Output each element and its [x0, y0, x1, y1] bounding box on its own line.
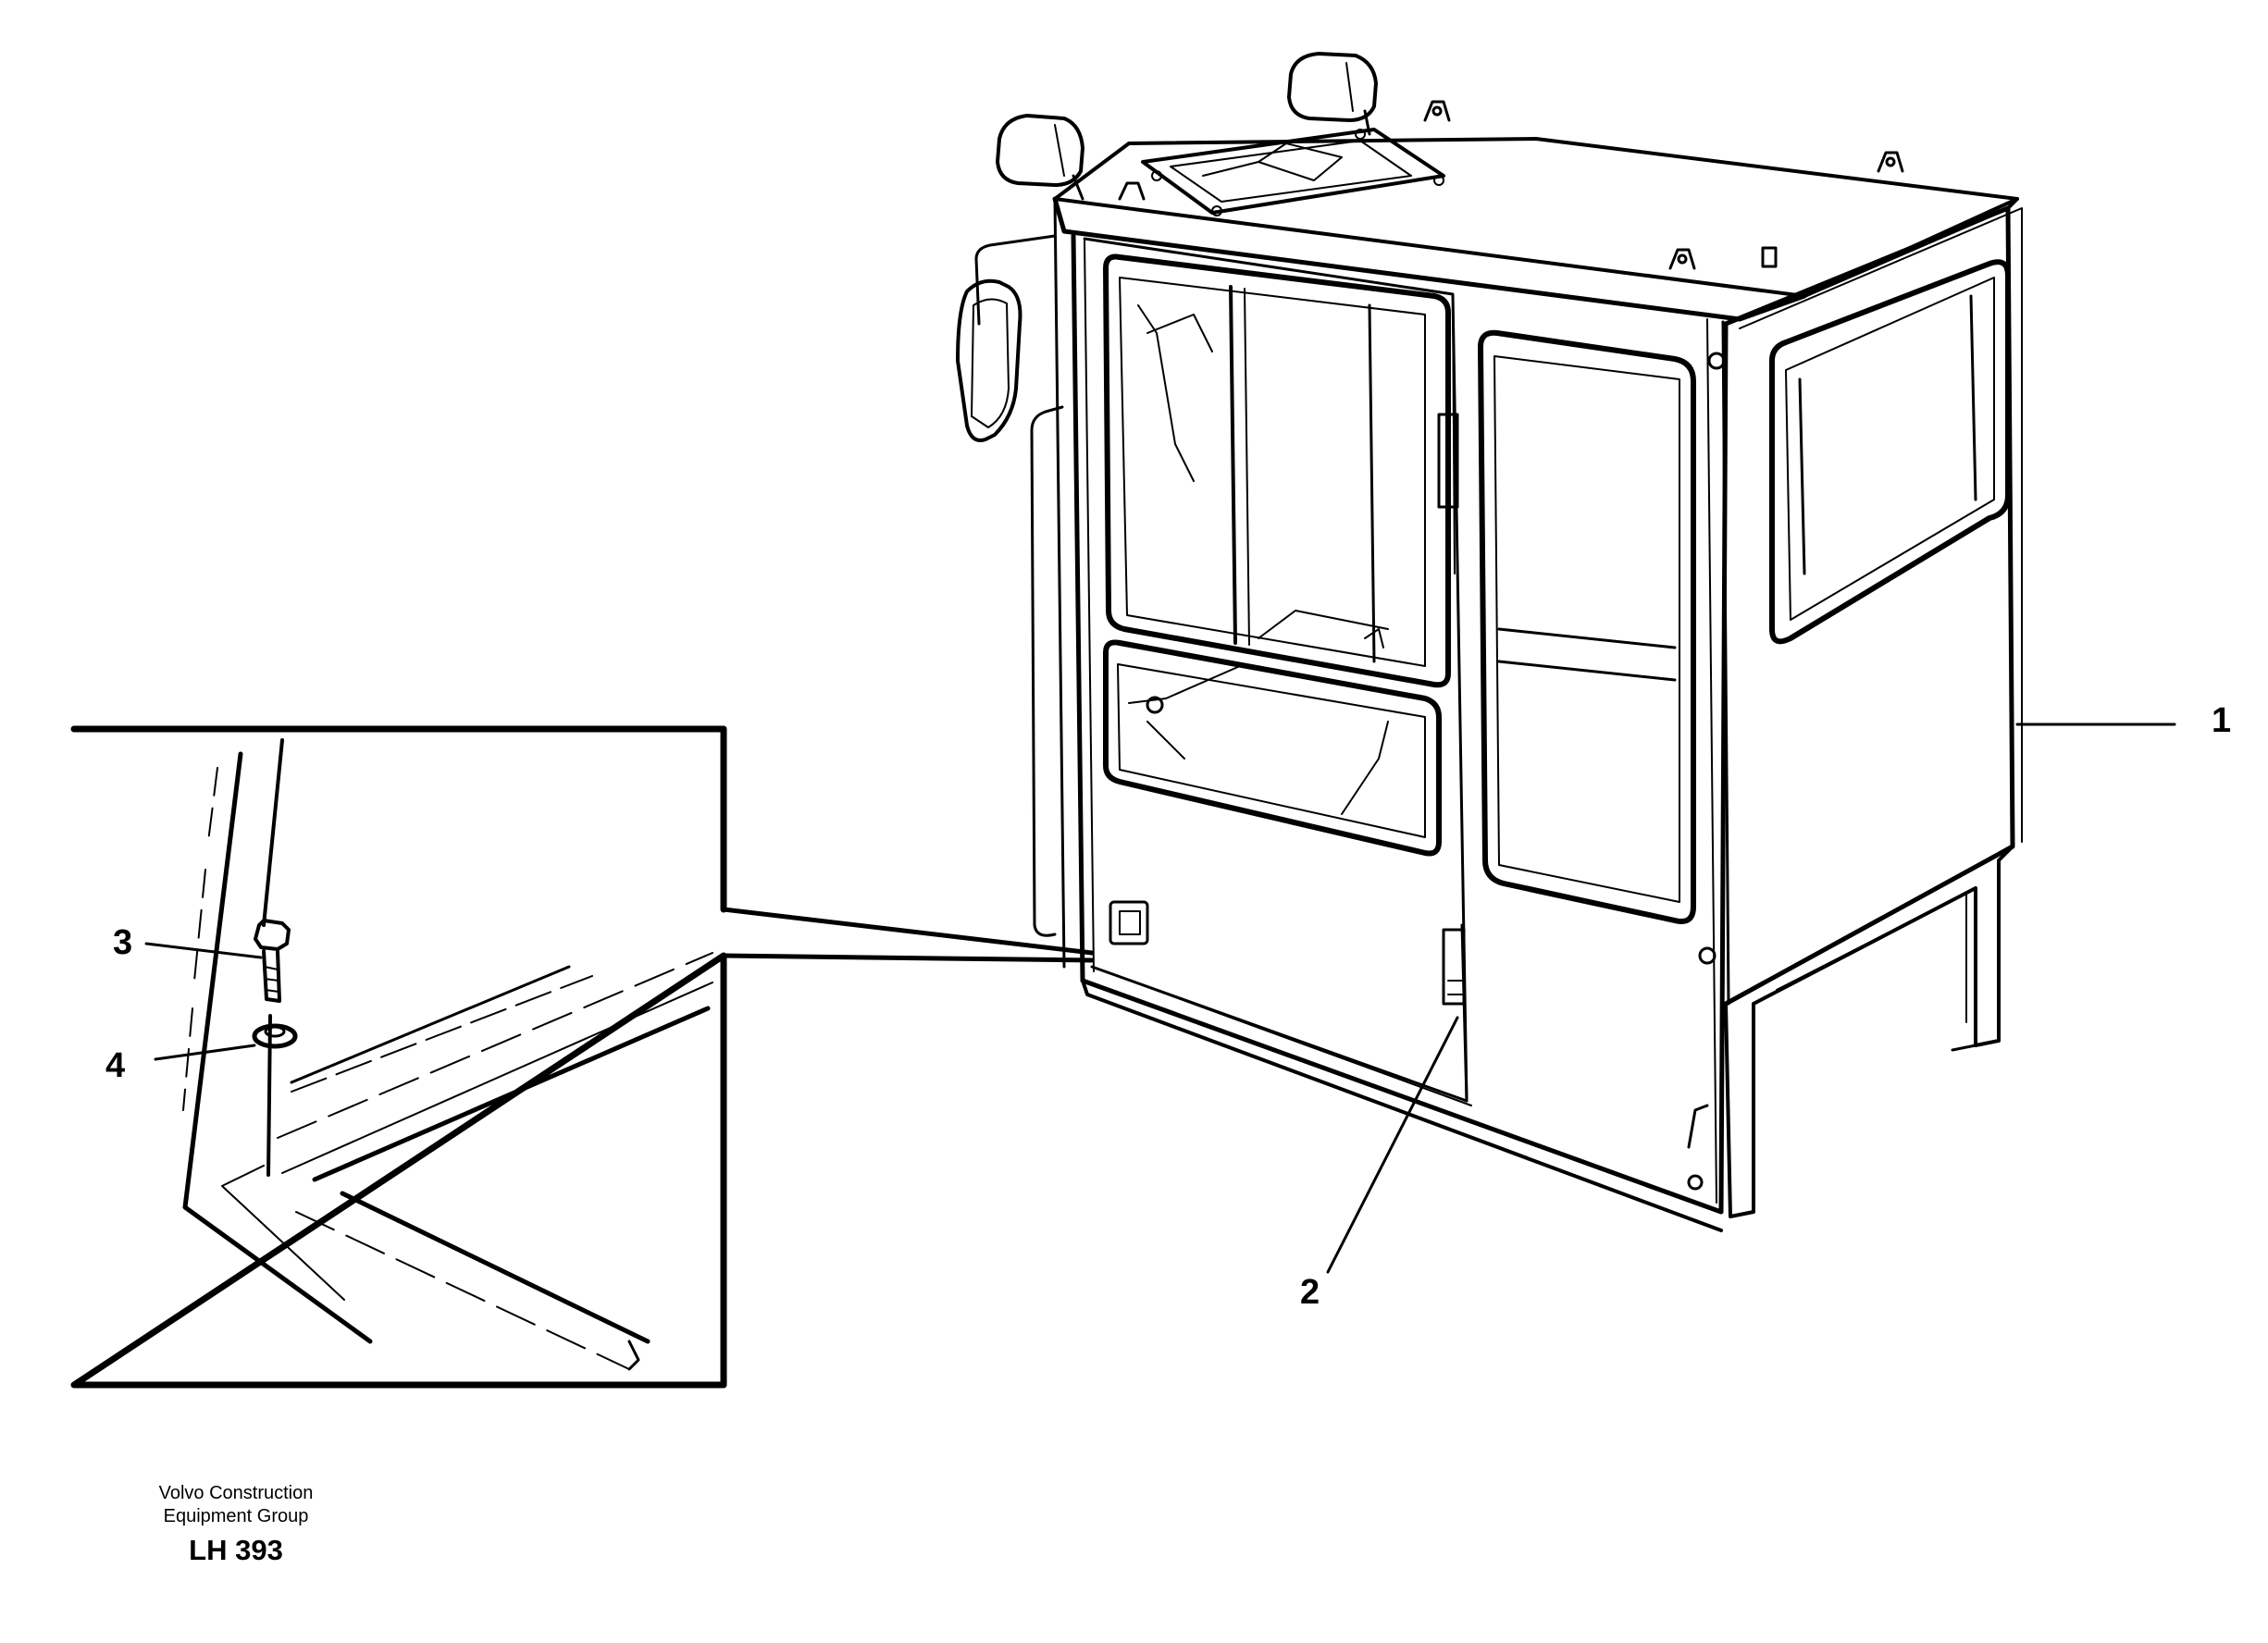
work-light-left [996, 114, 1084, 201]
work-light-right [1287, 52, 1378, 136]
callout-4: 4 [105, 1046, 126, 1085]
door-upper-window [1103, 253, 1451, 688]
cab-bolts [1687, 352, 1726, 1191]
publisher-footer: Volvo Construction Equipment Group LH 39… [130, 1482, 342, 1567]
publisher-name-line2: Equipment Group [163, 1506, 309, 1526]
front-side-window [1478, 329, 1696, 924]
cab-door [1083, 237, 1469, 1103]
detail-inset [70, 725, 1095, 1389]
door-lower-window [1103, 639, 1442, 857]
right-side-window [1769, 259, 2011, 645]
cab-body [956, 137, 2023, 1232]
callout-1: 1 [2212, 701, 2232, 740]
callout-3: 3 [113, 923, 133, 962]
callout-leaders [1326, 723, 2176, 1274]
callout-2: 2 [1300, 1273, 1320, 1312]
roof-hatch [1141, 128, 1445, 216]
figure-code: LH 393 [189, 1534, 283, 1566]
publisher-name-line1: Volvo Construction [158, 1483, 314, 1503]
lifting-eyes [1118, 100, 1904, 270]
